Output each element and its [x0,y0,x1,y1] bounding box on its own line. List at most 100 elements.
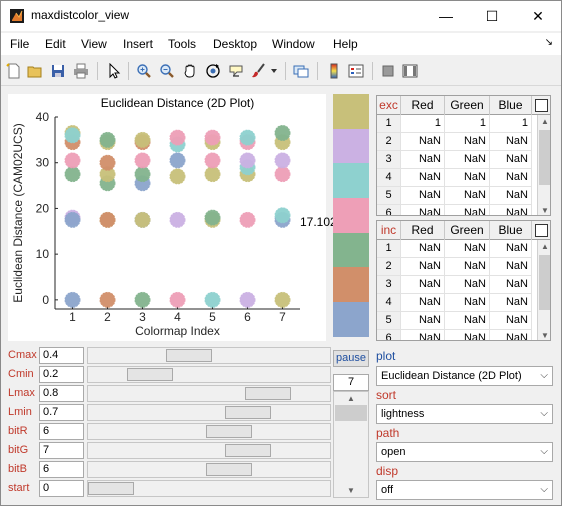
start-slider-thumb[interactable] [88,482,134,495]
cmax-value-field[interactable]: 0.4 [39,347,84,364]
cell-red[interactable]: NaN [401,151,445,169]
bitb-value-field[interactable]: 6 [39,461,84,478]
menu-edit[interactable]: Edit [45,37,66,51]
cell-blue[interactable]: NaN [490,205,532,215]
lmax-value-field[interactable]: 0.8 [39,385,84,402]
cell-green[interactable]: NaN [445,187,490,205]
minimize-button[interactable]: — [439,8,453,24]
cell-red[interactable]: NaN [401,312,445,330]
speed-value[interactable]: 7 [333,374,369,391]
cell-blue[interactable]: NaN [490,294,532,312]
scroll-down-icon[interactable]: ▼ [347,486,355,495]
bitr-slider-thumb[interactable] [205,425,252,438]
menu-insert[interactable]: Insert [123,37,154,51]
column-header-blue[interactable]: Blue [490,221,532,240]
bitr-slider[interactable] [87,423,331,440]
plot-dropdown[interactable]: Euclidean Distance (2D Plot) ⌵ [376,366,553,386]
disp-dropdown[interactable]: off ⌵ [376,480,553,500]
print-icon[interactable] [71,61,91,81]
colorbar-icon[interactable] [324,61,344,81]
lmin-value-field[interactable]: 0.7 [39,404,84,421]
path-dropdown[interactable]: open ⌵ [376,442,553,462]
pause-button[interactable]: pause [333,350,369,367]
bitb-slider-thumb[interactable] [205,463,252,476]
bitg-slider-thumb[interactable] [225,444,272,457]
cell-green[interactable]: NaN [445,169,490,187]
start-value-field[interactable]: 0 [39,480,84,497]
cmin-slider-thumb[interactable] [127,368,174,381]
column-header-green[interactable]: Green [445,96,490,115]
cell-blue[interactable]: NaN [490,169,532,187]
bitg-slider[interactable] [87,442,331,459]
rotate-icon[interactable] [203,61,223,81]
bitg-value-field[interactable]: 7 [39,442,84,459]
cell-blue[interactable]: NaN [490,330,532,340]
cmin-value-field[interactable]: 0.2 [39,366,84,383]
cell-blue[interactable]: NaN [490,151,532,169]
cell-red[interactable]: NaN [401,205,445,215]
column-header-red[interactable]: Red [401,221,445,240]
new-figure-icon[interactable] [4,61,24,81]
cell-green[interactable]: NaN [445,294,490,312]
exclude-checkbox[interactable] [535,99,548,112]
cell-red[interactable]: 1 [401,115,445,133]
pan-icon[interactable] [180,61,200,81]
cell-green[interactable]: NaN [445,133,490,151]
cell-green[interactable]: NaN [445,205,490,215]
lmin-slider[interactable] [87,404,331,421]
scatter-plot[interactable]: Euclidean Distance (2D Plot)Colormap Ind… [8,94,326,341]
bitb-slider[interactable] [87,461,331,478]
brush-dropdown-icon[interactable] [269,61,279,81]
menu-view[interactable]: View [81,37,107,51]
start-slider[interactable] [87,480,331,497]
cell-red[interactable]: NaN [401,258,445,276]
cell-blue[interactable]: 1 [490,115,532,133]
cell-green[interactable]: 1 [445,115,490,133]
open-file-icon[interactable] [25,61,45,81]
menu-help[interactable]: Help [333,37,358,51]
cell-blue[interactable]: NaN [490,240,532,258]
include-checkbox[interactable] [535,224,548,237]
sort-dropdown[interactable]: lightness ⌵ [376,404,553,424]
cell-green[interactable]: NaN [445,312,490,330]
cmax-slider[interactable] [87,347,331,364]
column-header-blue[interactable]: Blue [490,96,532,115]
cell-red[interactable]: NaN [401,133,445,151]
cell-green[interactable]: NaN [445,240,490,258]
scroll-up-icon[interactable]: ▲ [347,394,355,403]
cell-red[interactable]: NaN [401,276,445,294]
save-icon[interactable] [48,61,68,81]
include-table-scrollbar[interactable]: ▲ ▼ [537,240,550,340]
cell-red[interactable]: NaN [401,187,445,205]
column-header-green[interactable]: Green [445,221,490,240]
menu-file[interactable]: File [10,37,30,51]
cell-blue[interactable]: NaN [490,276,532,294]
zoom-in-icon[interactable] [134,61,154,81]
lmax-slider[interactable] [87,385,331,402]
cell-red[interactable]: NaN [401,240,445,258]
cell-green[interactable]: NaN [445,151,490,169]
show-plot-tools-icon[interactable] [400,61,420,81]
column-header-red[interactable]: Red [401,96,445,115]
exclude-table-scrollbar[interactable]: ▲ ▼ [537,115,550,215]
maximize-button[interactable]: ☐ [485,7,499,24]
speed-scrollbar[interactable]: ▲ ▼ [333,391,369,498]
menu-desktop[interactable]: Desktop [213,37,258,51]
cell-red[interactable]: NaN [401,330,445,340]
cell-red[interactable]: NaN [401,294,445,312]
menu-window[interactable]: Window [272,37,315,51]
cell-green[interactable]: NaN [445,258,490,276]
cmax-slider-thumb[interactable] [166,349,213,362]
zoom-out-icon[interactable] [157,61,177,81]
cell-blue[interactable]: NaN [490,133,532,151]
pointer-icon[interactable] [104,61,124,81]
dock-icon[interactable]: ↘ [544,37,553,48]
bitr-value-field[interactable]: 6 [39,423,84,440]
menu-tools[interactable]: Tools [168,37,197,51]
hide-plot-tools-icon[interactable] [378,61,398,81]
close-button[interactable]: ✕ [532,7,544,24]
brush-icon[interactable] [249,61,269,81]
lmin-slider-thumb[interactable] [225,406,272,419]
cell-red[interactable]: NaN [401,169,445,187]
cmin-slider[interactable] [87,366,331,383]
